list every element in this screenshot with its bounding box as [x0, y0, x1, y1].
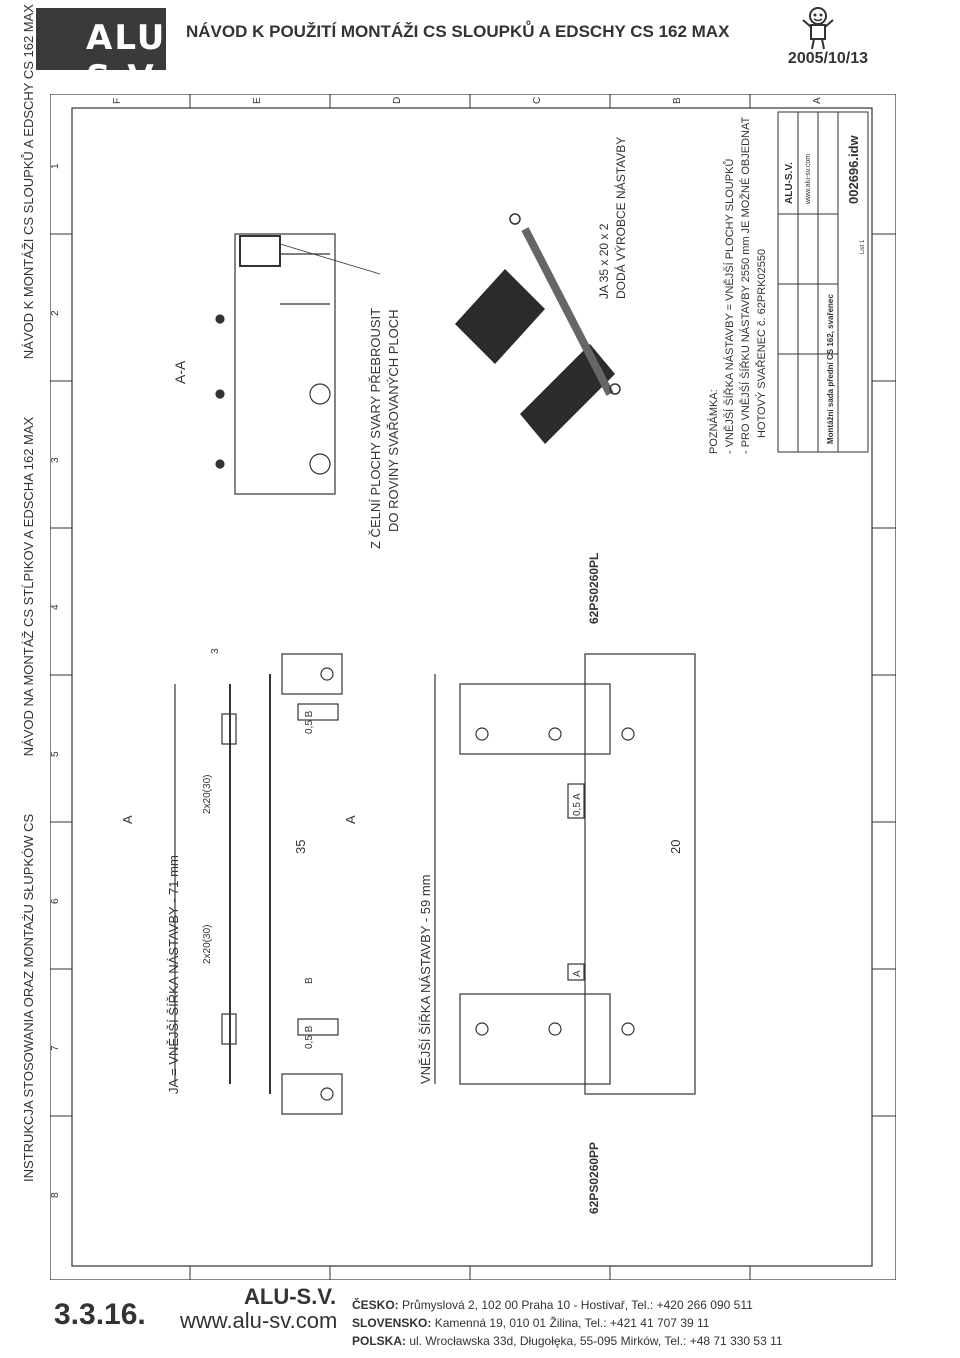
address-cz-text: Průmyslová 2, 102 00 Praha 10 - Hostivař…: [402, 1298, 753, 1312]
tol-b-right: 0,5 B: [304, 710, 315, 734]
top-view-label: JA = VNĚJŠÍ ŠÍŘKA NÁSTAVBY - 71 mm: [166, 855, 181, 1094]
address-pl: POLSKA: ul. Wrocławska 33d, Długołęka, 5…: [352, 1332, 783, 1350]
side-title-pl: INSTRUKCJA STOSOWANIA ORAZ MONTAŻU SŁUPK…: [20, 813, 36, 1182]
section-label: A-A: [172, 360, 188, 384]
section-aa: [215, 233, 381, 495]
datum-a: A: [572, 970, 583, 977]
plate-left: [459, 993, 611, 1085]
grid-letter: B: [672, 97, 683, 104]
document-date: 2005/10/13: [787, 50, 868, 67]
tol-b-left: 0,5 B: [304, 1025, 315, 1049]
address-pl-label: POLSKA:: [352, 1334, 406, 1348]
side-titles: INSTRUKCJA STOSOWANIA ORAZ MONTAŻU SŁUPK…: [14, 0, 42, 1186]
iso-bracket-top: [455, 269, 545, 364]
page-header: ALU S.V. NÁVOD K POUŽITÍ MONTÁŽI CS SLOU…: [0, 0, 960, 98]
part-label-right: 62PS0260PL: [587, 553, 601, 624]
bracket-right: [281, 653, 343, 695]
tb-name: Montážní sada přední CS 162, svařenec: [826, 294, 835, 444]
tol-box-left: [297, 1018, 339, 1036]
dim-20: 20: [668, 840, 683, 854]
sheet-outer-frame: [50, 94, 896, 1280]
datum-b: B: [304, 977, 315, 984]
address-sk-text: Kamenná 19, 010 01 Žilina, Tel.: +421 41…: [434, 1316, 710, 1330]
logo: ALU S.V.: [36, 8, 166, 98]
top-view: [174, 653, 343, 1115]
page-footer: 3.3.16. ALU-S.V. www.alu-sv.com ČESKO: P…: [0, 1284, 960, 1358]
grid-letters: F E D C B A: [112, 97, 823, 104]
weld-label: 2x20(30): [202, 775, 213, 814]
tb-drawing-no: 002696.idw: [846, 134, 861, 204]
grid-number: 2: [50, 310, 61, 316]
bottom-view-label: VNĚJŠÍ ŠÍŘKA NÁSTAVBY - 59 mm: [418, 874, 433, 1084]
grid-letter: D: [392, 97, 403, 104]
grid-number: 8: [50, 1192, 61, 1198]
bracket-left: [281, 1073, 343, 1115]
plate-right: [459, 683, 611, 755]
grid-letter: E: [252, 97, 263, 104]
note-3: HOTOVÝ SVAŘENEC č. 62PRK02550: [755, 249, 768, 438]
weld-note-line2: DO ROVINY SVAŘOVANÝCH PLOCH: [386, 310, 401, 533]
bottom-view: [434, 653, 696, 1095]
isometric-view: [455, 213, 621, 444]
note-title: POZNÁMKA:: [707, 389, 720, 454]
grid-number: 7: [50, 1045, 61, 1051]
grid-number: 5: [50, 751, 61, 757]
weld-size-label: 3: [210, 648, 221, 654]
grid-letter: A: [812, 97, 823, 104]
address-sk: SLOVENSKO: Kamenná 19, 010 01 Žilina, Te…: [352, 1314, 783, 1332]
iso-bracket-bottom: [520, 344, 615, 444]
grid-number: 4: [50, 604, 61, 610]
mascot-icon: [802, 7, 834, 50]
footer-brand: ALU-S.V.: [244, 1284, 337, 1309]
iso-tube: [521, 227, 614, 396]
address-cz: ČESKO: Průmyslová 2, 102 00 Praha 10 - H…: [352, 1296, 783, 1314]
sheet-inner-frame: [71, 107, 873, 1267]
dim-35: 35: [293, 840, 308, 854]
weld-note-line1: Z ČELNÍ PLOCHY SVARY PŘEBROUSIT: [368, 308, 383, 549]
side-title-sk: NÁVOD NA MONTÁŽ CS STĹPIKOV A EDSCHA 162…: [20, 416, 36, 757]
tol-box-a: [567, 783, 585, 819]
address-cz-label: ČESKO:: [352, 1298, 399, 1312]
tol-a: 0,5 A: [572, 793, 583, 816]
tb-company: ALU-S.V.: [784, 162, 795, 204]
page-title: NÁVOD K POUŽITÍ MONTÁŽI CS SLOUPKŮ A EDS…: [186, 22, 730, 41]
technical-drawing: 8 7 6 5 4 3 2 1 F E D C B A JA = VNĚJŠÍ …: [50, 94, 896, 1280]
footer-web-link[interactable]: www.alu-sv.com: [180, 1308, 338, 1333]
tube-label-line1: JA 35 x 20 x 2: [597, 223, 611, 299]
grid-numbers: 8 7 6 5 4 3 2 1: [50, 163, 61, 1198]
note-2: - PRO VNĚJŠÍ ŠÍŘKU NÁSTAVBY 2550 mm JE M…: [739, 117, 752, 454]
tb-web: www.alu-sv.com: [805, 154, 812, 205]
note-1: - VNĚJŠÍ ŠÍŘKA NÁSTAVBY = VNĚJŠÍ PLOCHY …: [723, 159, 736, 454]
address-pl-text: ul. Wrocławska 33d, Długołęka, 55-095 Mi…: [409, 1334, 783, 1348]
weld-label: 2x20(30): [202, 925, 213, 964]
grid-number: 1: [50, 163, 61, 169]
address-sk-label: SLOVENSKO:: [352, 1316, 432, 1330]
tb-sheet: List 1: [860, 239, 866, 254]
tube-label-line2: DODÁ VÝROBCE NÁSTAVBY: [613, 137, 628, 299]
datum-box-a: [567, 963, 585, 981]
tol-box-right: [297, 703, 339, 721]
logo-text: ALU S.V.: [86, 18, 167, 98]
section-body: [234, 233, 336, 495]
section-code: 3.3.16.: [54, 1298, 146, 1331]
grid-letter: F: [112, 98, 123, 104]
grid-number: 3: [50, 457, 61, 463]
title-block: [777, 111, 869, 453]
grid-number: 6: [50, 898, 61, 904]
side-title-cz: NÁVOD K MONTÁŽI CS SLOUPKŮ A EDSCHY CS 1…: [20, 4, 36, 360]
frame-tube: [584, 653, 696, 1095]
grid-ticks: [50, 94, 896, 1280]
part-label-left: 62PS0260PP: [587, 1142, 601, 1214]
section-marker: A: [343, 815, 358, 824]
grid-letter: C: [532, 97, 543, 104]
footer-addresses: ČESKO: Průmyslová 2, 102 00 Praha 10 - H…: [352, 1296, 783, 1350]
section-marker: A: [120, 815, 135, 824]
